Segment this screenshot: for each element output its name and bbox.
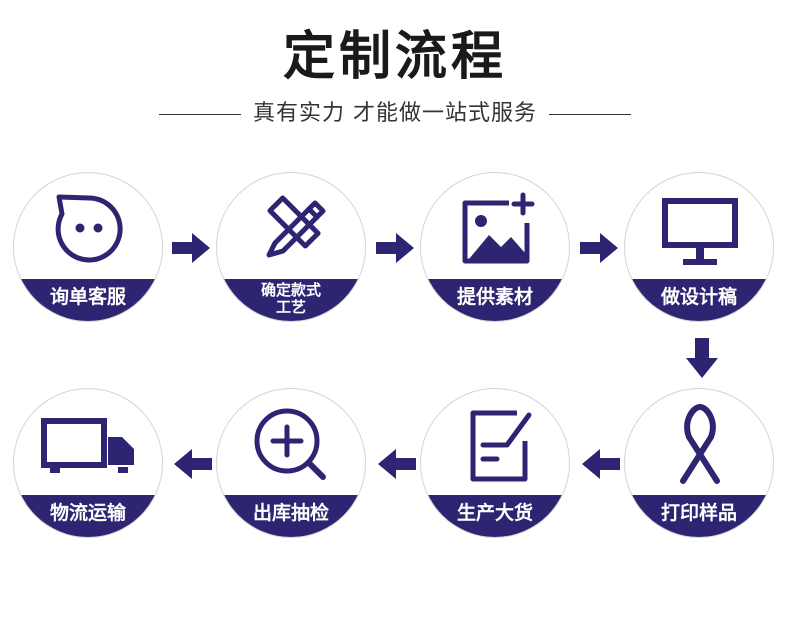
step-inquiry: 询单客服 bbox=[13, 172, 163, 322]
chat-bubble-icon bbox=[55, 194, 123, 263]
step-inspection: 出库抽检 bbox=[216, 388, 366, 538]
arrow-right-icon bbox=[580, 233, 618, 263]
subtitle-row: 真有实力 才能做一站式服务 bbox=[0, 97, 790, 131]
arrow-left-icon bbox=[378, 449, 416, 479]
zoom-in-icon bbox=[254, 408, 326, 480]
subtitle-divider-right bbox=[549, 113, 631, 115]
page-title: 定制流程 bbox=[282, 27, 507, 87]
step-label: 出库抽检 bbox=[252, 502, 329, 524]
step-shipping: 物流运输 bbox=[13, 388, 163, 538]
step-label: 物流运输 bbox=[49, 502, 126, 524]
arrow-right-icon bbox=[376, 233, 414, 263]
page-subtitle: 真有实力 才能做一站式服务 bbox=[253, 101, 537, 126]
step-label: 确定款式工艺 bbox=[260, 281, 321, 316]
step-label: 打印样品 bbox=[660, 502, 737, 524]
step-label-band: 确定款式工艺 bbox=[217, 279, 365, 321]
step-label-band: 物流运输 bbox=[14, 495, 162, 537]
truck-icon bbox=[41, 418, 134, 473]
step-label-band: 打印样品 bbox=[625, 495, 773, 537]
pencil-ruler-icon bbox=[266, 195, 326, 258]
step-label: 做设计稿 bbox=[660, 286, 737, 308]
monitor-icon bbox=[662, 198, 738, 265]
step-sample-print: 打印样品 bbox=[624, 388, 774, 538]
document-edit-icon bbox=[470, 410, 532, 482]
step-label: 生产大货 bbox=[456, 502, 533, 524]
step-materials: 提供素材 bbox=[420, 172, 570, 322]
step-label-band: 提供素材 bbox=[421, 279, 569, 321]
arrow-right-icon bbox=[172, 233, 210, 263]
arrow-left-icon bbox=[582, 449, 620, 479]
step-design: 做设计稿 bbox=[624, 172, 774, 322]
step-label-band: 询单客服 bbox=[14, 279, 162, 321]
step-label-band: 生产大货 bbox=[421, 495, 569, 537]
step-label: 询单客服 bbox=[49, 286, 126, 308]
step-label-band: 做设计稿 bbox=[625, 279, 773, 321]
step-label-band: 出库抽检 bbox=[217, 495, 365, 537]
step-production: 生产大货 bbox=[420, 388, 570, 538]
ribbon-icon bbox=[680, 404, 720, 484]
image-add-icon bbox=[462, 192, 535, 264]
arrow-down-icon bbox=[686, 338, 718, 378]
step-label: 提供素材 bbox=[456, 286, 533, 308]
step-style-confirm: 确定款式工艺 bbox=[216, 172, 366, 322]
arrow-left-icon bbox=[174, 449, 212, 479]
subtitle-divider-left bbox=[159, 113, 241, 115]
